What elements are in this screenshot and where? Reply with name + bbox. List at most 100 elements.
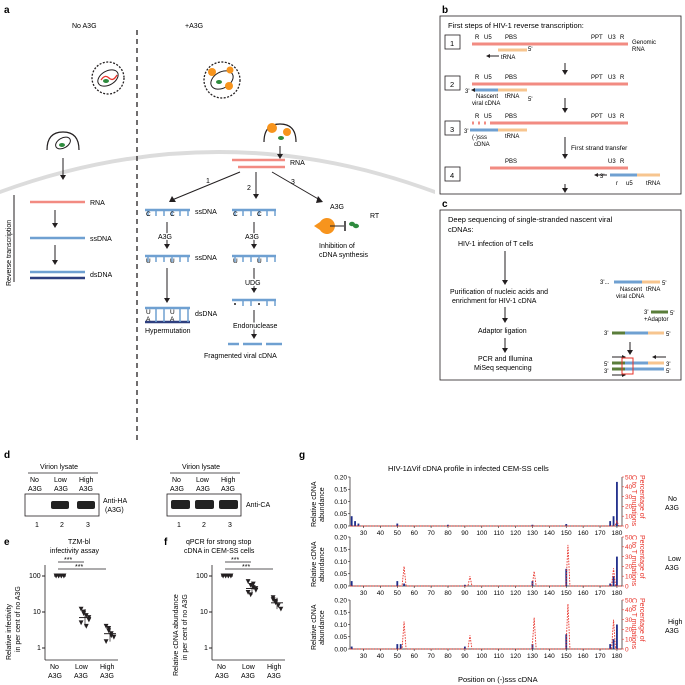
g-0-rtick-label-2: 30 — [625, 494, 633, 501]
panel-c-title2: cDNAs: — [448, 225, 473, 234]
b4-r-small: r — [616, 181, 618, 187]
g-0-ltick-label-2: 0.10 — [334, 499, 347, 506]
d-lysate-1: Virion lysate — [40, 464, 78, 471]
f-x1b: A3G — [215, 673, 229, 680]
step-4: 4 — [450, 171, 454, 180]
g-0-rtick-label-3: 20 — [625, 504, 633, 511]
b2-nascent: Nascent — [476, 94, 498, 100]
a3g-label-path1: A3G — [158, 234, 172, 241]
b4-r: R — [620, 159, 625, 165]
g-0-rtick-label-1: 40 — [625, 484, 633, 491]
g-1-y2label2: C to T mutations — [630, 535, 637, 587]
g-2-xtick-label-0: 30 — [360, 653, 368, 660]
g-0-bar-0 — [350, 516, 353, 526]
a3g-label-path2: A3G — [245, 234, 259, 241]
g-1-xtick-label-13: 160 — [578, 590, 589, 597]
c-adaptor-label: +Adaptor — [644, 317, 669, 323]
e-x3b: A3G — [100, 673, 114, 680]
c-step-pcr2: MiSeq sequencing — [474, 365, 532, 372]
g-1-xtick-label-9: 120 — [510, 590, 521, 597]
e-title1: TZM-bl — [68, 539, 91, 546]
cytoplasm — [0, 154, 435, 444]
b2-pbs: PBS — [505, 75, 517, 81]
panel-c-box — [439, 209, 682, 381]
b3-r2: R — [620, 114, 625, 120]
g-0-cond1: No — [668, 496, 677, 503]
g-2-xtick-label-13: 160 — [578, 653, 589, 660]
c-step-ligation: Adaptor ligation — [478, 328, 527, 335]
g-2-xtick-label-14: 170 — [595, 653, 606, 660]
f-ytick-100: 100 — [196, 573, 208, 580]
svg-text:Endonuclease: Endonuclease — [233, 323, 277, 330]
d1-lane1: 1 — [35, 522, 39, 529]
f-x2a: Low — [242, 664, 256, 671]
base-u-4: U — [170, 309, 175, 316]
g-2-rtick-label-3: 20 — [625, 627, 633, 634]
g-2-xtick-label-4: 70 — [427, 653, 435, 660]
g-0-ltick-label-4: 0.00 — [334, 523, 347, 530]
g-1-cond1: Low — [668, 556, 682, 563]
b1-genomic: Genomic — [632, 40, 656, 46]
g-2-cond1: High — [668, 619, 683, 626]
band-ha-3 — [77, 501, 95, 509]
g-2-xtick-label-5: 80 — [444, 653, 452, 660]
g-1-xtick-label-0: 30 — [360, 590, 368, 597]
base-a-1: A — [146, 316, 151, 323]
d2-lane2: 2 — [202, 522, 206, 529]
f-x1a: No — [217, 664, 226, 671]
panel-label-d: d — [4, 450, 10, 461]
g-2-xtick-label-3: 60 — [411, 653, 419, 660]
g-0-xtick-label-11: 140 — [544, 530, 555, 537]
base-u-2: U — [170, 258, 175, 265]
fragmented-label: Fragmented viral cDNA — [204, 353, 277, 360]
b4-pbs: PBS — [505, 159, 517, 165]
f-sig-1: *** — [231, 557, 239, 564]
g-1-xtick-label-12: 150 — [561, 590, 572, 597]
g-0-xtick-label-13: 160 — [578, 530, 589, 537]
g-0-bar-5 — [531, 524, 534, 526]
e-plot-area — [53, 573, 117, 645]
b2-r2: R — [620, 75, 625, 81]
f-plot-point-1-5 — [248, 592, 254, 598]
g-0-bar-1 — [354, 521, 356, 526]
rt-label: RT — [370, 213, 380, 220]
base-u-1: U — [146, 258, 151, 265]
entering-virion-right — [263, 123, 297, 143]
g-2-xtick-label-1: 40 — [377, 653, 385, 660]
path1-ssdna-c — [145, 208, 190, 216]
g-1-ltick-label-2: 0.10 — [334, 559, 347, 566]
d1-col2b: A3G — [54, 486, 68, 493]
e-ylabel2: in per cent of no A3G — [15, 586, 22, 652]
c-adaptor-three: 3' — [644, 310, 648, 316]
base-u-5: U — [233, 258, 238, 265]
f-title2: cDNA in CEM-SS cells — [184, 548, 255, 555]
b4-u5-small: u5 — [626, 181, 633, 187]
ssdna-label-path1-b: ssDNA — [195, 255, 217, 262]
panel-label-e: e — [4, 537, 10, 548]
dsdna-label-path1: dsDNA — [195, 311, 218, 318]
c-step-pcr1: PCR and Illumina — [478, 356, 533, 363]
g-1-bar-6 — [609, 583, 612, 586]
g-1-ylabel2: abundance — [319, 547, 326, 582]
c-trna: tRNA — [646, 287, 660, 293]
g-0-xtick-label-9: 120 — [510, 530, 521, 537]
c-nascent: Nascent — [620, 287, 642, 293]
e-x1b: A3G — [48, 673, 62, 680]
e-x2a: Low — [75, 664, 89, 671]
d2-col3b: A3G — [221, 486, 235, 493]
g-0-xtick-label-5: 80 — [444, 530, 452, 537]
svg-text:A3G: A3G — [158, 234, 172, 241]
b1-five: 5' — [528, 47, 532, 53]
g-0-bar-6 — [565, 524, 568, 526]
g-0-ylabel2: abundance — [319, 487, 326, 522]
g-0-xtick-label-1: 40 — [377, 530, 385, 537]
base-c-4: C — [257, 211, 262, 218]
g-2-bar-7 — [612, 639, 615, 649]
step-2: 2 — [450, 80, 454, 89]
f-plot-point-2-3 — [278, 606, 284, 612]
g-1-rtick-label-1: 40 — [625, 544, 633, 551]
g-1-xtick-label-5: 80 — [444, 590, 452, 597]
hypermutation-label: Hypermutation — [145, 328, 191, 335]
